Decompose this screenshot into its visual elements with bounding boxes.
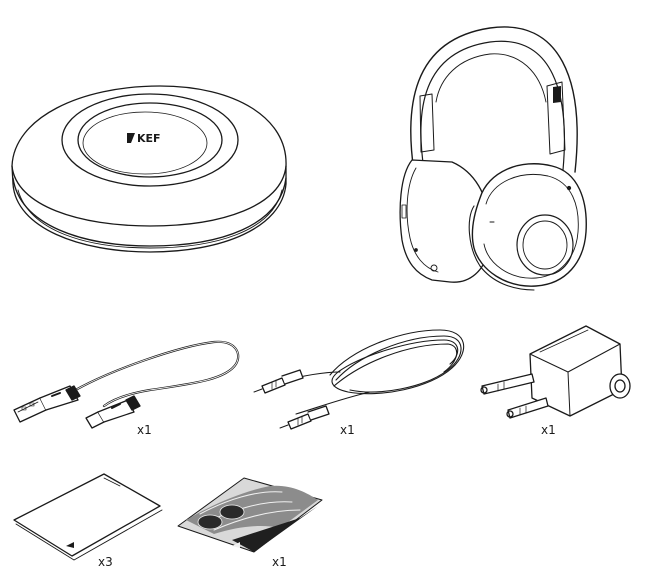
manuals-illustration — [13, 473, 163, 561]
headphones-illustration — [399, 26, 587, 291]
usb-cable-quantity: x1 — [137, 423, 152, 437]
adapter-quantity: x1 — [541, 423, 556, 437]
cleaning-cloth-illustration — [177, 477, 323, 553]
case-kef-logo: KEF — [127, 132, 161, 145]
audio-cable-quantity: x1 — [340, 423, 355, 437]
manuals-quantity: x3 — [98, 555, 113, 569]
carry-case-illustration: KEF — [11, 85, 287, 253]
airline-adapter-illustration — [480, 325, 631, 419]
cloth-quantity: x1 — [272, 555, 287, 569]
audio-cable-illustration — [253, 329, 465, 430]
usb-c-cable-illustration — [13, 340, 240, 429]
case-logo-text: KEF — [137, 132, 161, 145]
